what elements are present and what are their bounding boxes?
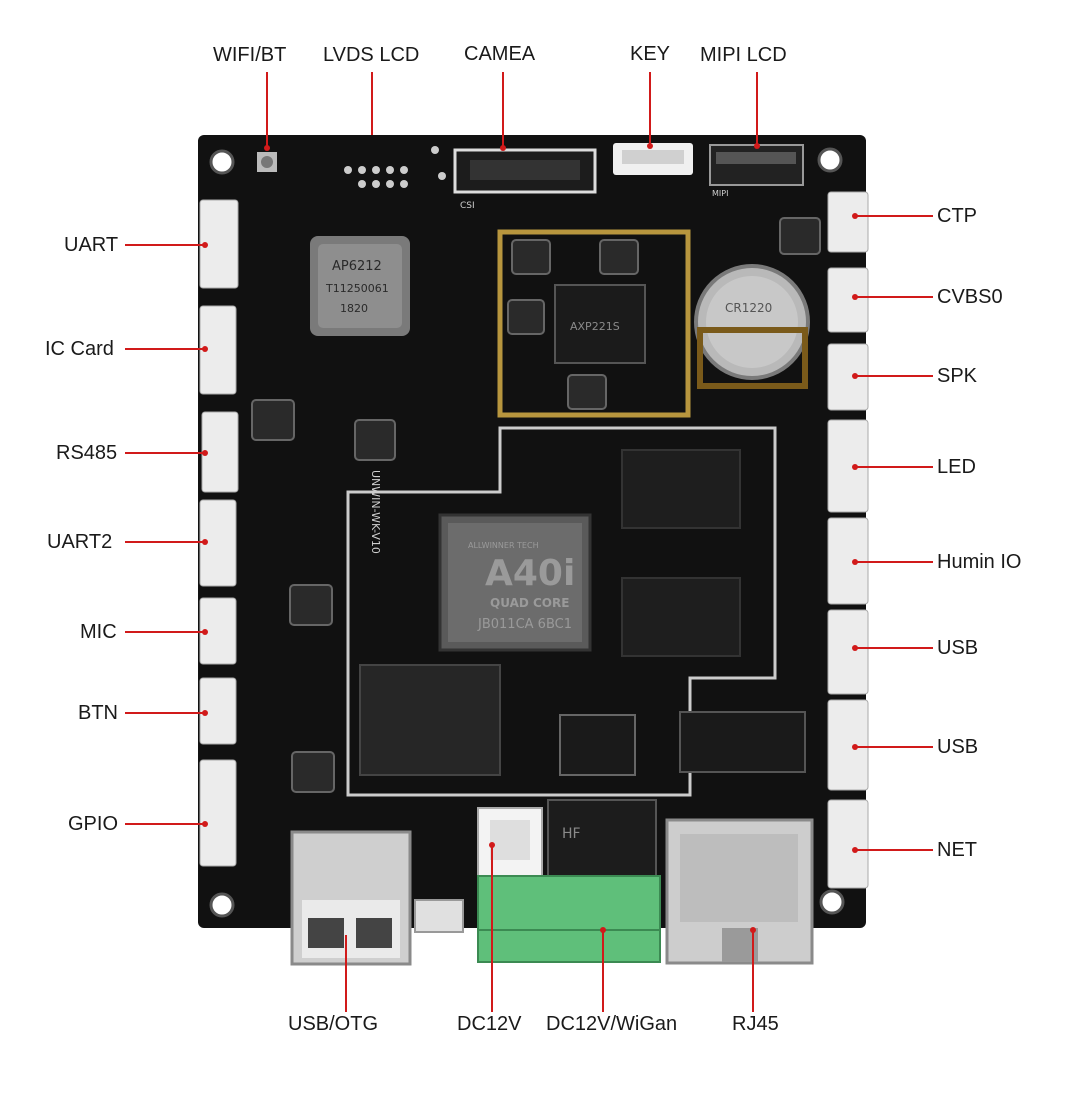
wifi-module-text: AP6212 [332,259,382,274]
label-usb-otg: USB/OTG [288,1013,379,1035]
left-connectors [199,199,239,867]
label-net: NET [937,839,977,861]
ram-chip [621,449,741,529]
ethernet-phy-chip [559,714,636,776]
magnetics [679,711,806,773]
label-led: LED [937,456,976,478]
label-camea: CAMEA [464,43,536,65]
ram-chip [621,577,741,657]
label-key: KEY [630,43,671,65]
label-mipi-lcd: MIPI LCD [700,44,787,66]
label-wifi-bt: WIFI/BT [213,44,287,66]
label-lvds-lcd: LVDS LCD [323,44,420,66]
mipi-silk-text: MIPI [712,189,728,198]
pmic-text: AXP221S [570,320,620,333]
relay-text: HF [562,826,581,842]
emmc-chip [359,664,501,776]
label-usb-2: USB [937,736,979,758]
label-usb-1: USB [937,637,979,659]
mounting-hole [819,889,845,915]
label-ic-card: IC Card [45,338,114,360]
wifi-code2-text: 1820 [340,302,368,315]
right-connectors [827,191,869,889]
soc-maker-text: ALLWINNER TECH [468,541,539,550]
core-module-outline [497,229,691,418]
relay [547,799,657,879]
label-dc12v-wigan: DC12V/WiGan [546,1013,678,1035]
label-spk: SPK [937,365,978,387]
leader-lines [125,72,933,1012]
csi-text: CSI [460,201,475,211]
label-rs485: RS485 [56,442,118,464]
mounting-hole [209,149,235,175]
soc-code-text: JB011CA 6BC1 [477,617,572,632]
terminal-block [477,875,661,963]
soc-sub-text: QUAD CORE [490,596,569,610]
battery-text: CR1220 [725,301,772,315]
label-uart2: UART2 [47,531,113,553]
pmic-chip [554,284,646,364]
label-dc12v: DC12V [457,1013,522,1035]
label-btn: BTN [78,702,118,724]
mipi-connector [709,144,804,186]
label-ctp: CTP [937,205,977,227]
board-name-text: UNWIN-WK-V10 [369,470,382,554]
mounting-hole [817,147,843,173]
label-gpio: GPIO [68,813,119,835]
label-cvbs0: CVBS0 [937,286,1003,308]
label-humin-io: Humin IO [937,551,1022,573]
wifi-code1-text: T11250061 [325,282,389,295]
soc-brand-text: A40i [485,553,575,594]
switch [414,899,464,933]
mounting-hole [209,892,235,918]
label-uart: UART [64,234,119,256]
label-mic: MIC [80,621,117,643]
label-rj45: RJ45 [732,1013,779,1035]
core-module-outline-2 [346,426,777,797]
